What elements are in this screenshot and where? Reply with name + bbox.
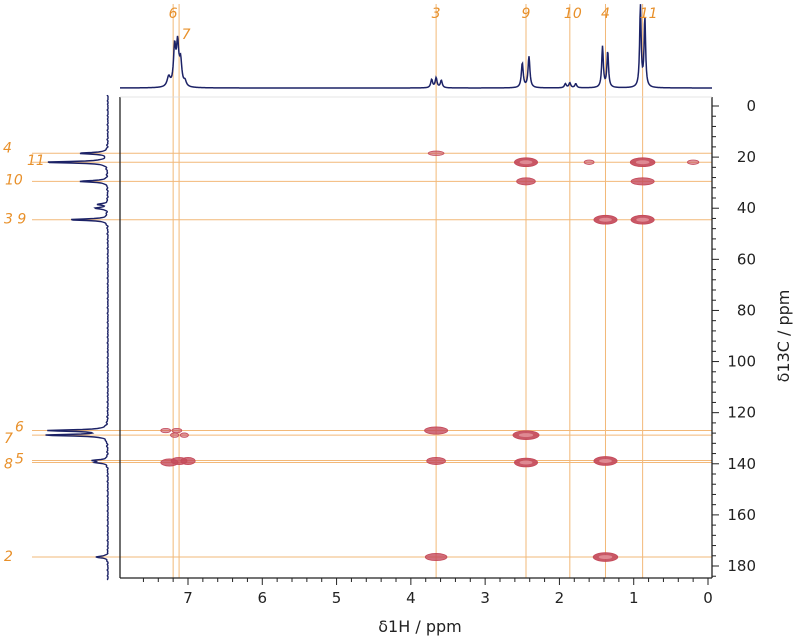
cross-peak-core xyxy=(599,217,612,222)
y-tick-label: 140 xyxy=(727,455,756,473)
c-assignment-label: 8 xyxy=(4,457,13,473)
x-tick-label: 5 xyxy=(332,589,342,607)
cross-peak xyxy=(171,427,183,434)
cross-peak xyxy=(179,432,189,438)
c-assignment-label: 6 xyxy=(15,420,24,436)
cross-peak xyxy=(160,427,172,434)
cross-peak xyxy=(426,456,446,465)
c-assignment-label: 7 xyxy=(4,431,13,447)
c-assignment-label: 11 xyxy=(27,153,45,169)
cross-peak-core xyxy=(519,460,533,465)
x-axis-label: δ1H / ppm xyxy=(378,617,461,636)
cross-peak-core xyxy=(635,160,650,165)
y-tick-label: 100 xyxy=(727,353,756,371)
y-tick-label: 0 xyxy=(746,97,756,115)
c-assignment-label: 3 9 xyxy=(4,212,26,228)
axes: 7 6 5 4 3 2 1 0 δ1H / ppm 0 20 40 60 80 100 120 140 160 18… xyxy=(119,96,793,636)
y-tick-label: 120 xyxy=(727,404,756,422)
h-assignment-label: 6 xyxy=(169,6,178,22)
cross-peak-core xyxy=(519,160,533,165)
y-tick-label: 160 xyxy=(727,506,756,524)
c-assignment-label: 2 xyxy=(4,549,13,565)
y-tick-label: 180 xyxy=(727,557,756,575)
y-tick-label: 40 xyxy=(737,199,756,217)
x-tick-label: 0 xyxy=(703,589,713,607)
cross-peaks xyxy=(160,150,700,562)
c-assignment-label: 5 xyxy=(15,451,24,467)
cross-peak-core xyxy=(518,433,534,438)
y-axis-label: δ13C / ppm xyxy=(774,290,793,383)
proton-projection-trace xyxy=(120,4,712,89)
cross-peak-core xyxy=(599,458,612,463)
c-assignment-label: 4 xyxy=(3,140,12,156)
cross-peak-core xyxy=(598,555,613,560)
cross-peak-core xyxy=(636,217,650,222)
carbon-projection xyxy=(45,94,109,581)
h-assignment-label: 4 xyxy=(601,6,610,22)
cross-peak xyxy=(170,432,180,438)
carbon-projection-trace xyxy=(45,94,109,581)
cross-peak xyxy=(180,456,196,465)
cross-peak xyxy=(424,426,449,435)
cross-peak xyxy=(630,177,655,186)
x-tick-label: 7 xyxy=(183,589,193,607)
h-assignment-label: 11 xyxy=(640,6,658,22)
y-tick-label: 60 xyxy=(737,250,756,268)
h-assignment-label: 10 xyxy=(564,6,582,22)
h-assignment-label: 7 xyxy=(182,27,191,43)
x-tick-label: 2 xyxy=(555,589,565,607)
cross-peak xyxy=(427,150,445,156)
assignment-guide-lines xyxy=(32,4,712,578)
x-tick-label: 4 xyxy=(406,589,416,607)
x-tick-label: 1 xyxy=(629,589,639,607)
cross-peak xyxy=(583,159,595,165)
proton-projection xyxy=(120,4,712,89)
h-assignment-label: 9 xyxy=(522,6,531,22)
x-tick-label: 3 xyxy=(480,589,490,607)
c-assignment-label: 10 xyxy=(5,172,23,188)
cross-peak xyxy=(516,177,536,186)
y-tick-label: 80 xyxy=(737,301,756,319)
y-tick-label: 20 xyxy=(737,148,756,166)
cross-peak xyxy=(424,553,448,562)
cross-peak xyxy=(687,159,700,165)
h-assignment-label: 3 xyxy=(432,6,441,22)
x-tick-label: 6 xyxy=(258,589,268,607)
